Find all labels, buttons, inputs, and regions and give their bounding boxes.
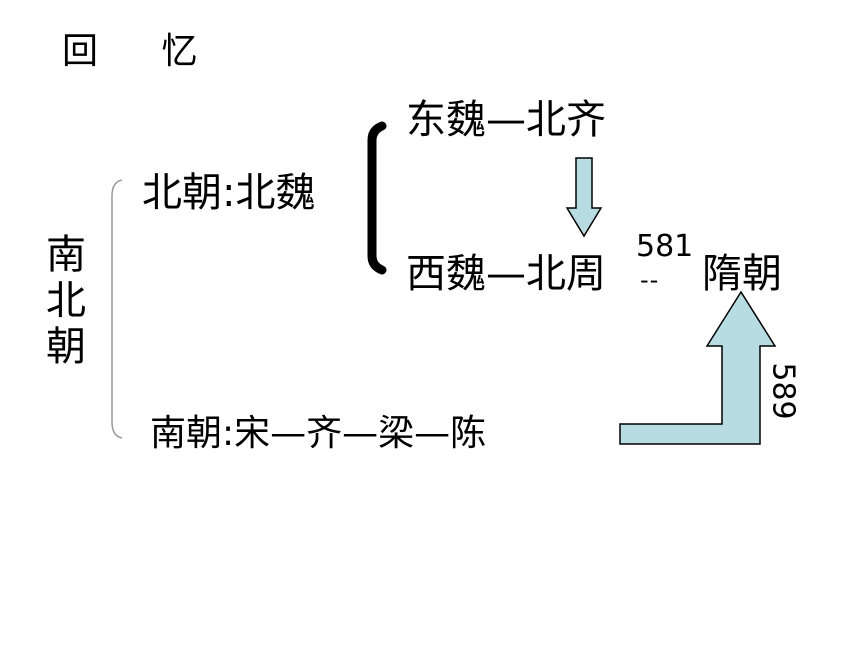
connector-dashes: --	[640, 266, 660, 294]
period-char-1: 南	[46, 232, 86, 278]
down-arrow-icon	[565, 157, 603, 238]
period-char-2: 北	[46, 278, 86, 324]
period-char-3: 朝	[46, 324, 86, 370]
western-wei-northern-zhou: 西魏—北周	[406, 251, 606, 297]
sui-dynasty-label: 隋朝	[702, 251, 782, 297]
year-581-label: 581	[636, 229, 694, 264]
split-bracket	[367, 121, 387, 275]
page-title: 回 忆	[62, 31, 224, 72]
bent-up-arrow-icon	[619, 290, 777, 445]
northern-dynasties-label: 北朝:北魏	[142, 170, 316, 216]
southern-dynasties-label: 南朝:宋—齐—梁—陈	[150, 413, 487, 454]
eastern-wei-northern-qi: 东魏—北齐	[406, 97, 606, 143]
period-label-vertical: 南 北 朝	[46, 232, 96, 370]
left-brace	[111, 179, 123, 439]
